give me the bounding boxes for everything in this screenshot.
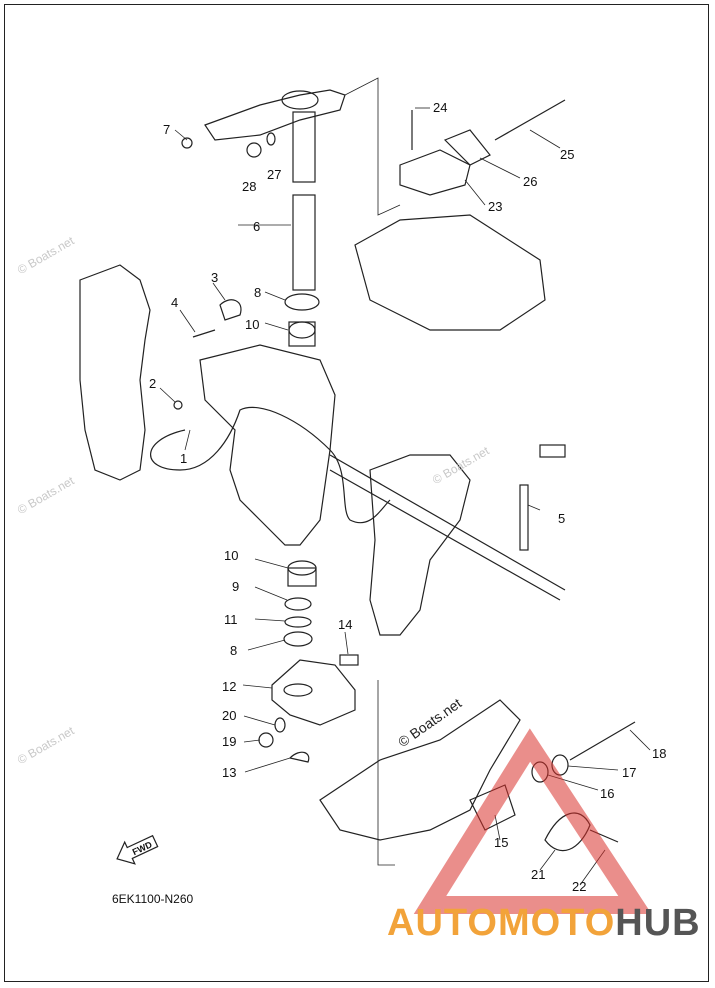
- reference-line-lower: [377, 680, 395, 866]
- callout-7: 7: [163, 122, 171, 137]
- callout-4: 4: [171, 295, 179, 310]
- clamp-3: [219, 299, 242, 321]
- bolt-18: [569, 721, 636, 761]
- callout-2: 2: [149, 376, 157, 391]
- callout-3: 3: [211, 270, 219, 285]
- brand-part1: AUTOMOTO: [387, 902, 616, 944]
- callout-20: 20: [222, 708, 237, 723]
- oring-9: [284, 597, 312, 611]
- callout-9: 9: [232, 579, 240, 594]
- callout-19: 19: [222, 734, 237, 749]
- diagram-code: 6EK1100-N260: [112, 892, 194, 906]
- upper-bracket-boss: [281, 90, 319, 110]
- callout-23: 23: [488, 199, 503, 214]
- grounding-lead: [150, 406, 391, 524]
- brand-triangle: [413, 728, 652, 914]
- callout-10-upper: 10: [245, 317, 260, 332]
- callout-26: 26: [523, 174, 538, 189]
- callout-8-lower: 8: [230, 643, 238, 658]
- fwd-arrow: FWD: [116, 834, 159, 865]
- diagram-frame: [4, 4, 709, 982]
- washer-8-lower: [283, 631, 313, 647]
- callout-16: 16: [600, 786, 615, 801]
- tilt-tube: [329, 454, 566, 591]
- clamp-bracket-left: [79, 264, 151, 481]
- brand-part2: HUB: [615, 902, 701, 944]
- bushing-10-upper-body: [288, 321, 316, 347]
- callout-18: 18: [652, 746, 667, 761]
- callout-5: 5: [558, 511, 566, 526]
- bushing-10-upper: [288, 321, 316, 339]
- steering-shaft: [292, 194, 316, 291]
- reference-line-upper: [344, 77, 401, 216]
- callout-25: 25: [560, 147, 575, 162]
- washer-20: [274, 717, 286, 733]
- clamp-bracket-right: [369, 454, 471, 636]
- callout-22: 22: [572, 879, 587, 894]
- bolt-4: [192, 329, 216, 338]
- spacer-14: [339, 654, 359, 666]
- callout-24: 24: [433, 100, 448, 115]
- callout-28: 28: [242, 179, 257, 194]
- mounting-base: [354, 214, 546, 331]
- callout-21: 21: [531, 867, 546, 882]
- washer-11: [284, 616, 312, 628]
- clip-13: [288, 751, 310, 763]
- callout-8-upper: 8: [254, 285, 262, 300]
- washer-8-upper: [284, 293, 320, 311]
- callout-6: 6: [253, 219, 261, 234]
- nut-28: [246, 142, 262, 158]
- bracket-23: [399, 149, 471, 196]
- upper-mount-bracket: [204, 89, 346, 141]
- lower-mount-housing-12: [271, 659, 356, 726]
- callout-27: 27: [267, 167, 282, 182]
- swivel-bracket: [199, 344, 336, 546]
- callout-12: 12: [222, 679, 237, 694]
- callout-15: 15: [494, 835, 509, 850]
- bolt-25: [494, 99, 566, 141]
- callout-11: 11: [224, 612, 238, 627]
- lower-bracket: [319, 699, 521, 841]
- connector: [539, 444, 566, 458]
- washer-27: [266, 132, 276, 146]
- steering-shaft-upper: [292, 111, 316, 183]
- callout-17: 17: [622, 765, 637, 780]
- plate-26: [443, 129, 491, 166]
- nut-19: [258, 732, 274, 748]
- callout-10-lower: 10: [224, 548, 239, 563]
- cable-tie-5: [519, 484, 529, 551]
- screw-2: [173, 400, 183, 410]
- brand-logo: AUTOMOTOHUB: [387, 902, 701, 945]
- callout-13: 13: [222, 765, 237, 780]
- bolt-7: [181, 137, 193, 149]
- callout-14: 14: [338, 617, 353, 632]
- callout-1: 1: [180, 451, 188, 466]
